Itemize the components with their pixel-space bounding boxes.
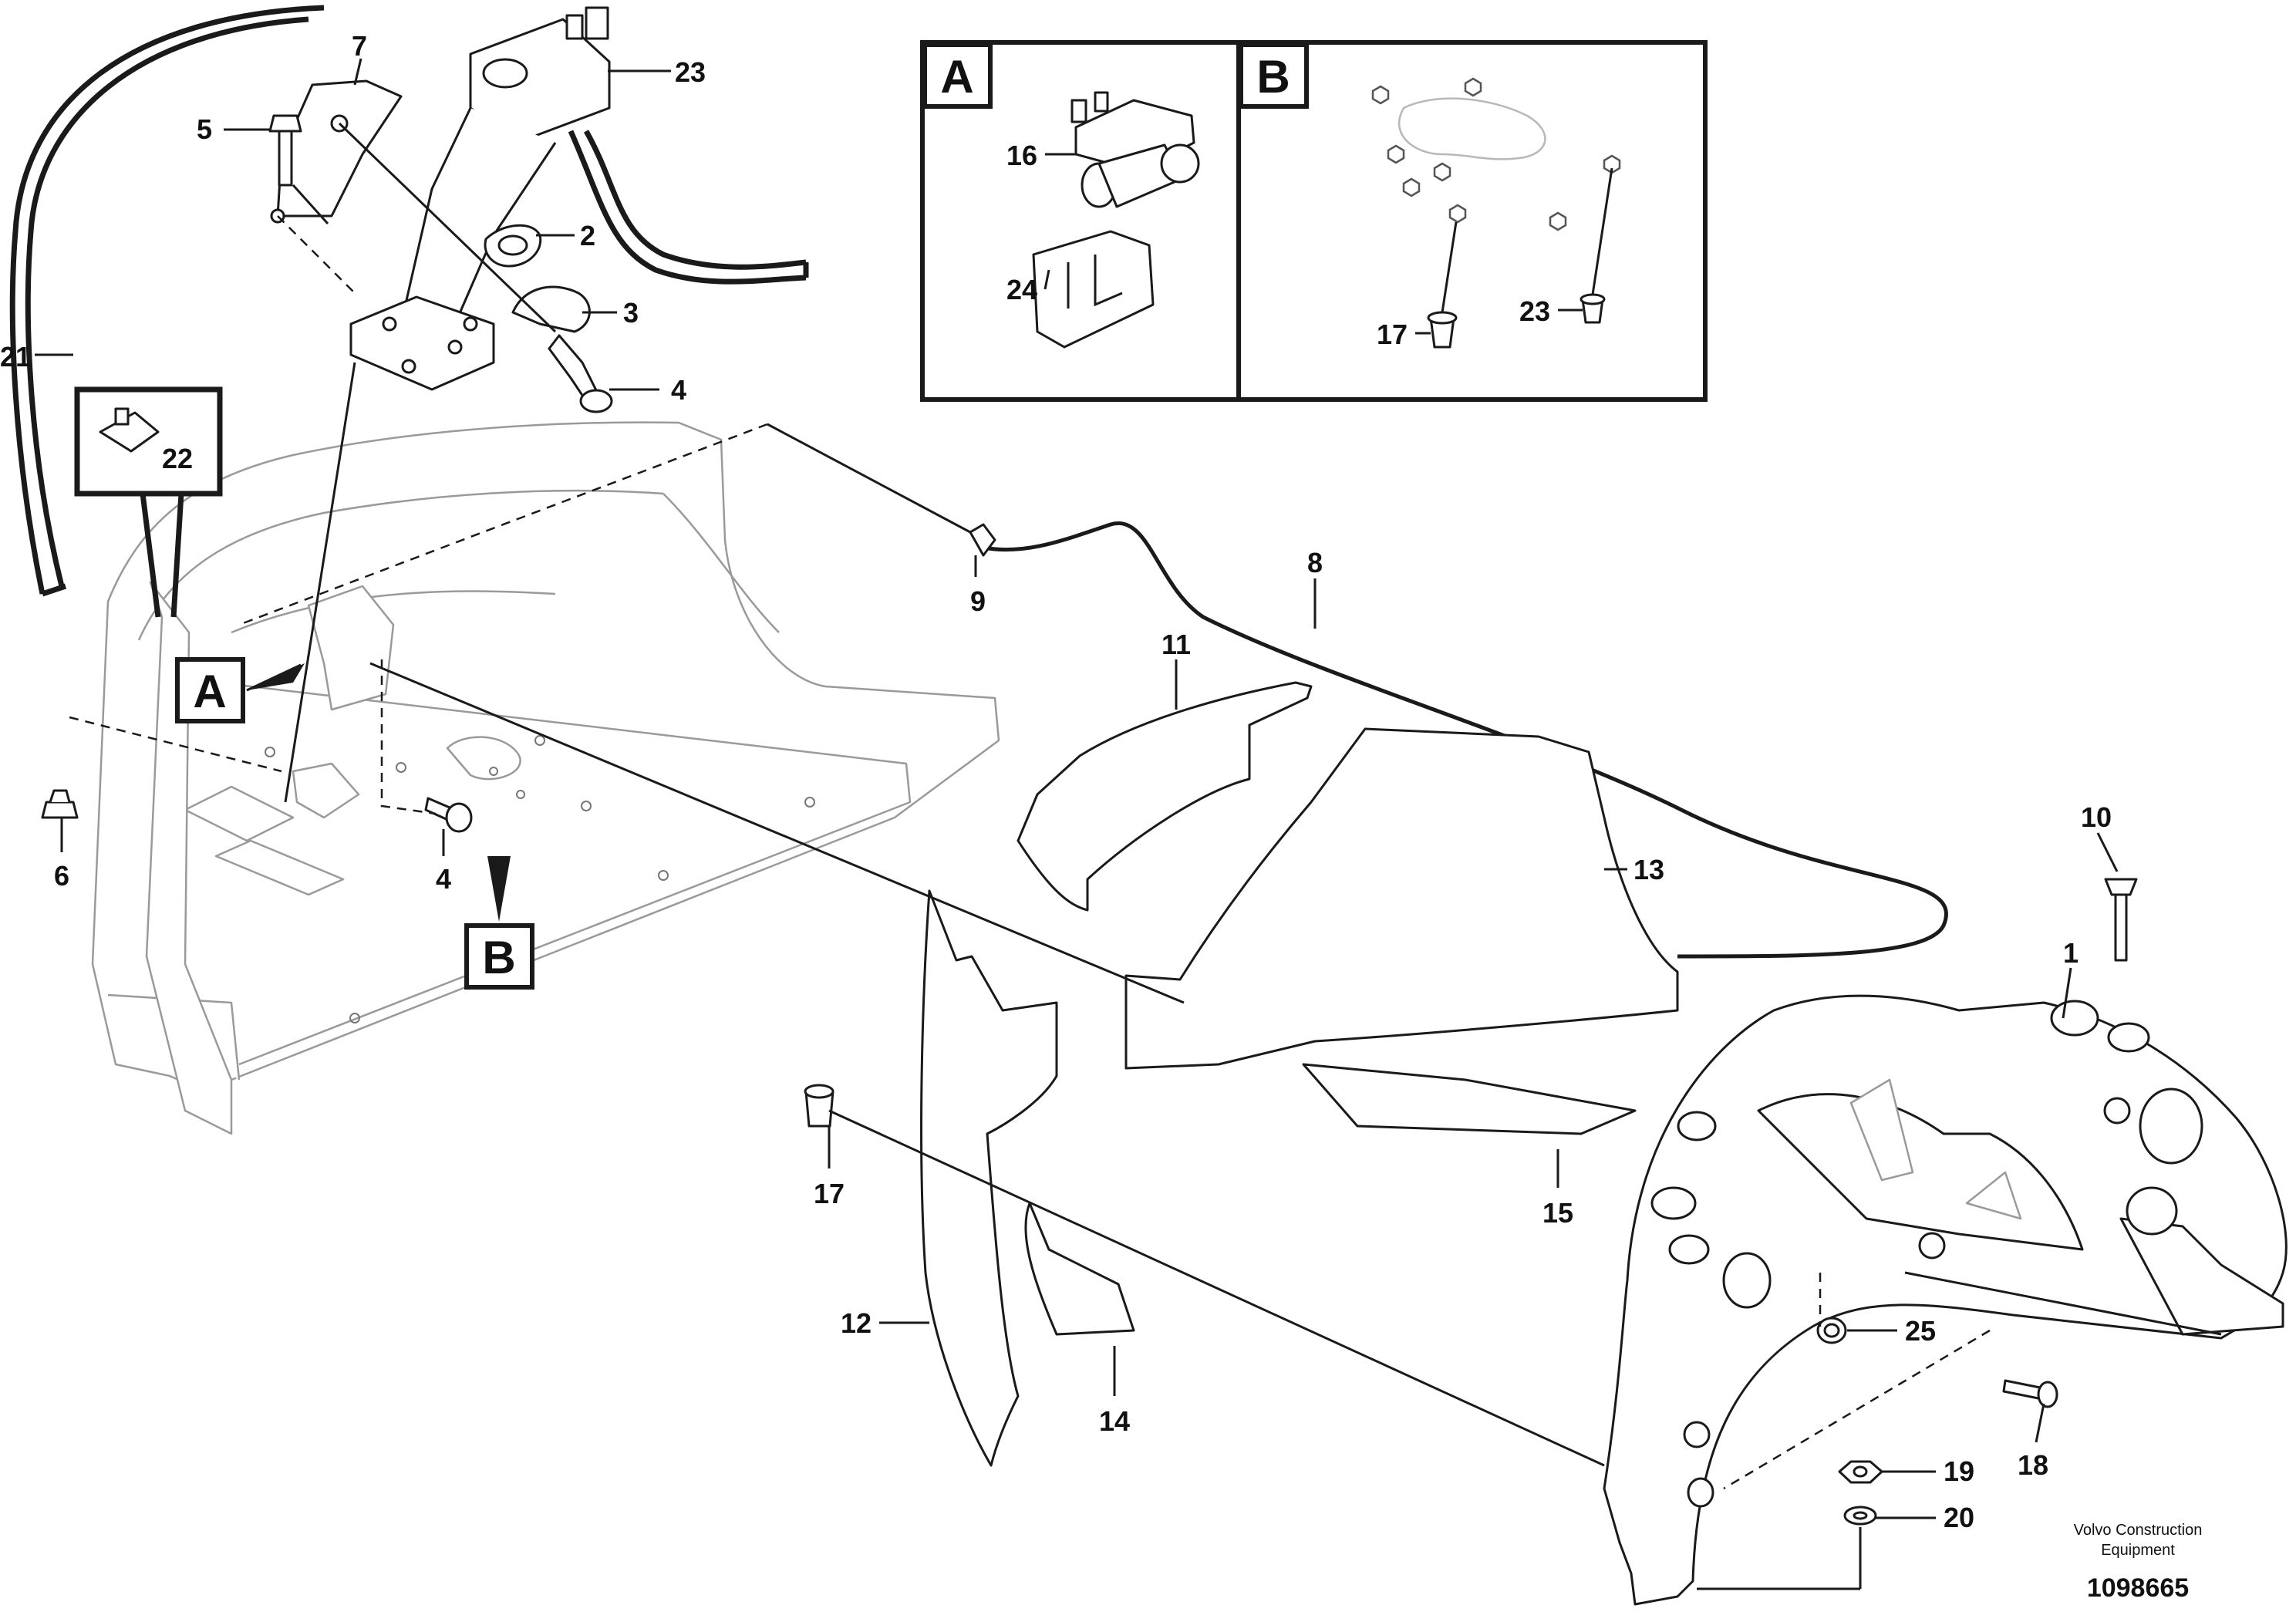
callout-4-floor: 4 <box>436 863 451 895</box>
callout-13: 13 <box>1633 854 1664 885</box>
callout-23-main: 23 <box>675 56 706 88</box>
panel-14 <box>1024 1202 1135 1336</box>
callout-16: 16 <box>1006 140 1037 171</box>
inset-b-label: B <box>1256 51 1290 103</box>
floor-fastener-marks <box>265 735 815 1023</box>
bolt-5 <box>268 114 302 187</box>
assembly-dashed-lines <box>69 215 1991 1490</box>
cab-bracket <box>292 585 395 819</box>
cab-floor-background <box>91 421 1000 1085</box>
nut-23-inset <box>1580 167 1613 324</box>
panel-15 <box>1302 1063 1637 1135</box>
motor-cover-24 <box>1032 230 1155 349</box>
callout-20: 20 <box>1944 1502 1974 1533</box>
callout-23-inset: 23 <box>1519 295 1550 327</box>
callout-12: 12 <box>841 1307 872 1339</box>
mounting-plate-hole-pattern <box>1371 77 1621 231</box>
callout-9: 9 <box>970 585 986 617</box>
panel-12 <box>920 889 1058 1467</box>
shell-openings <box>1650 1000 2203 1508</box>
callout-4-top: 4 <box>671 374 686 406</box>
nut-17-inset <box>1427 221 1458 349</box>
document-number: 1098665 <box>2087 1573 2189 1603</box>
callout-10: 10 <box>2081 801 2112 833</box>
callout-18: 18 <box>2018 1449 2048 1481</box>
footer: Volvo Construction Equipment 1098665 <box>2074 1522 2203 1603</box>
callout-numbers: 5 7 23 2 3 4 21 22 6 4 9 8 11 13 10 1 17… <box>0 30 2112 1533</box>
bolt-10 <box>2104 878 2138 962</box>
callout-3: 3 <box>623 297 639 329</box>
interior-shell-1 <box>1603 994 2288 1606</box>
detail-inset-frame <box>920 40 1708 402</box>
callout-14: 14 <box>1099 1405 1130 1437</box>
callout-17-main: 17 <box>814 1178 845 1209</box>
bolt-18 <box>2002 1379 2058 1408</box>
washer-reservoir-23 <box>400 6 611 337</box>
clip-2 <box>484 224 542 268</box>
callout-22: 22 <box>162 443 193 474</box>
callout-25: 25 <box>1905 1315 1936 1347</box>
callout-5: 5 <box>197 113 212 145</box>
view-marker-b-label: B <box>482 932 515 983</box>
bolt-4-floor <box>424 797 473 833</box>
callout-6: 6 <box>54 860 69 892</box>
view-marker-a-label: A <box>193 666 226 717</box>
callout-17-inset: 17 <box>1377 319 1408 350</box>
view-marker-b: B <box>464 856 534 990</box>
wiper-motor-16 <box>1070 91 1200 208</box>
cab-pillar-panel <box>145 581 233 1135</box>
assembly-solid-lines <box>284 122 2222 1590</box>
nut-17-main <box>804 1084 834 1128</box>
callout-15: 15 <box>1542 1197 1573 1229</box>
washer-20 <box>1843 1506 1877 1526</box>
inset-b-label-box: B <box>1239 42 1309 109</box>
callout-8: 8 <box>1307 547 1323 578</box>
panel-11 <box>1017 681 1313 912</box>
nut-19 <box>1838 1460 1883 1484</box>
inset-a-label: A <box>940 51 973 103</box>
panel-13 <box>1124 727 1679 1070</box>
washer-25 <box>1816 1317 1847 1344</box>
washer-hose-21 <box>9 5 325 597</box>
wiper-base-flange <box>349 295 495 391</box>
callout-7: 7 <box>352 30 367 62</box>
company-line-2: Equipment <box>2101 1542 2175 1559</box>
bolt-4-top <box>548 334 613 413</box>
reservoir-hose <box>568 130 809 285</box>
callout-11: 11 <box>1161 629 1191 660</box>
clamp-3 <box>511 285 591 333</box>
callout-2: 2 <box>580 220 595 251</box>
clip-22-detail-box <box>74 386 223 618</box>
company-line-1: Volvo Construction <box>2074 1522 2203 1539</box>
callout-1: 1 <box>2063 937 2079 969</box>
nut-6 <box>41 789 79 819</box>
callout-leaders <box>35 58 2119 1519</box>
callout-19: 19 <box>1944 1455 1974 1487</box>
inset-a-label-box: A <box>922 42 993 109</box>
callout-24: 24 <box>1006 274 1037 305</box>
callout-21: 21 <box>0 341 31 373</box>
view-marker-a: A <box>175 657 305 723</box>
